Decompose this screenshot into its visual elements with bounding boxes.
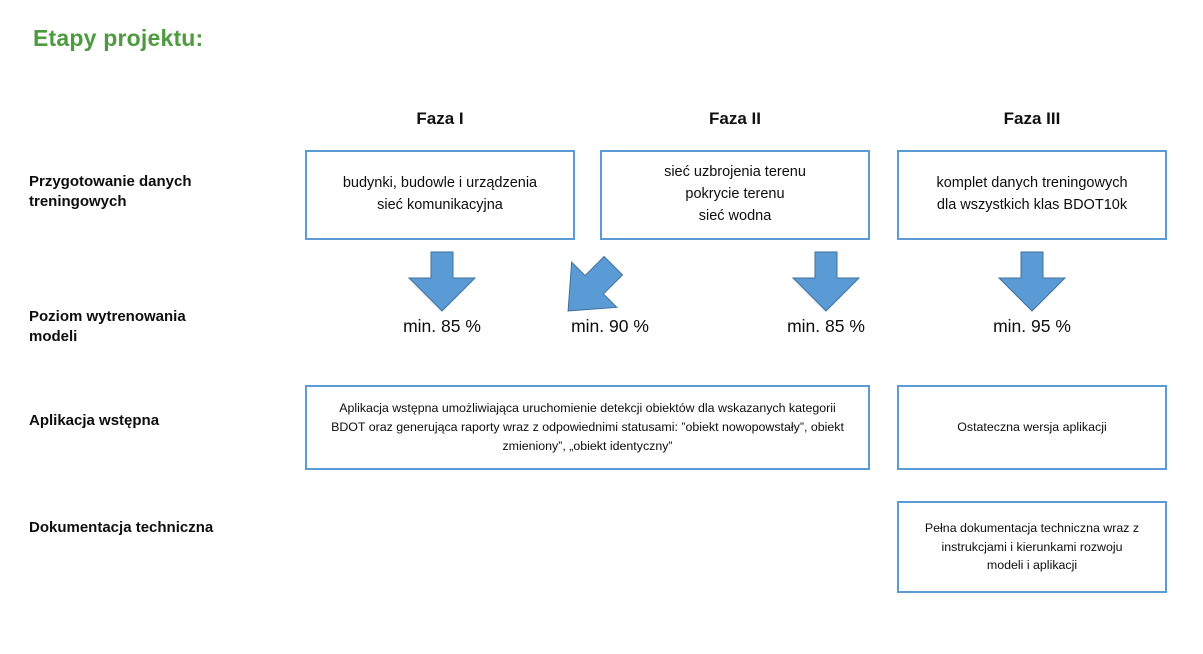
training-data-box-faza-2-text: sieć uzbrojenia terenu pokrycie terenu s… (664, 164, 806, 224)
training-level-value-2: min. 90 % (571, 316, 649, 336)
training-data-box-faza-1-text: budynki, budowle i urządzenia sieć komun… (342, 175, 538, 213)
training-data-box-faza-3: komplet danych treningowych dla wszystki… (897, 150, 1167, 240)
training-data-box-faza-3-text: komplet danych treningowych dla wszystki… (936, 175, 1128, 213)
column-header-faza-1: Faza I (416, 109, 464, 128)
column-header-faza-3: Faza III (1003, 109, 1061, 128)
application-box-final: Ostateczna wersja aplikacji (897, 385, 1167, 470)
down-arrow-icon-2 (790, 251, 862, 318)
documentation-box-text: Pełna dokumentacja techniczna wraz z ins… (924, 520, 1140, 573)
down-arrow-icon-3 (996, 251, 1068, 318)
down-arrow-icon-1 (406, 251, 478, 318)
application-box-preliminary-text: Aplikacja wstępna umożliwiająca uruchomi… (331, 401, 844, 453)
documentation-box: Pełna dokumentacja techniczna wraz z ins… (897, 501, 1167, 593)
training-level-value-1: min. 85 % (403, 316, 481, 336)
row-label-przygotowanie-danych: Przygotowanie danych treningowych (29, 173, 192, 210)
row-label-aplikacja-wstepna: Aplikacja wstępna (29, 412, 160, 429)
application-box-preliminary: Aplikacja wstępna umożliwiająca uruchomi… (305, 385, 870, 470)
training-data-box-faza-2: sieć uzbrojenia terenu pokrycie terenu s… (600, 150, 870, 240)
training-level-value-4: min. 95 % (993, 316, 1071, 336)
row-label-dokumentacja-techniczna: Dokumentacja techniczna (29, 519, 214, 536)
diagonal-down-right-arrow-icon (548, 250, 632, 333)
training-data-box-faza-1: budynki, budowle i urządzenia sieć komun… (305, 150, 575, 240)
training-level-value-3: min. 85 % (787, 316, 865, 336)
page-title: Etapy projektu: (33, 25, 204, 51)
application-box-final-text: Ostateczna wersja aplikacji (957, 420, 1107, 435)
column-header-faza-2: Faza II (709, 109, 761, 128)
row-label-poziom-wytrenowania: Poziom wytrenowania modeli (29, 308, 186, 345)
